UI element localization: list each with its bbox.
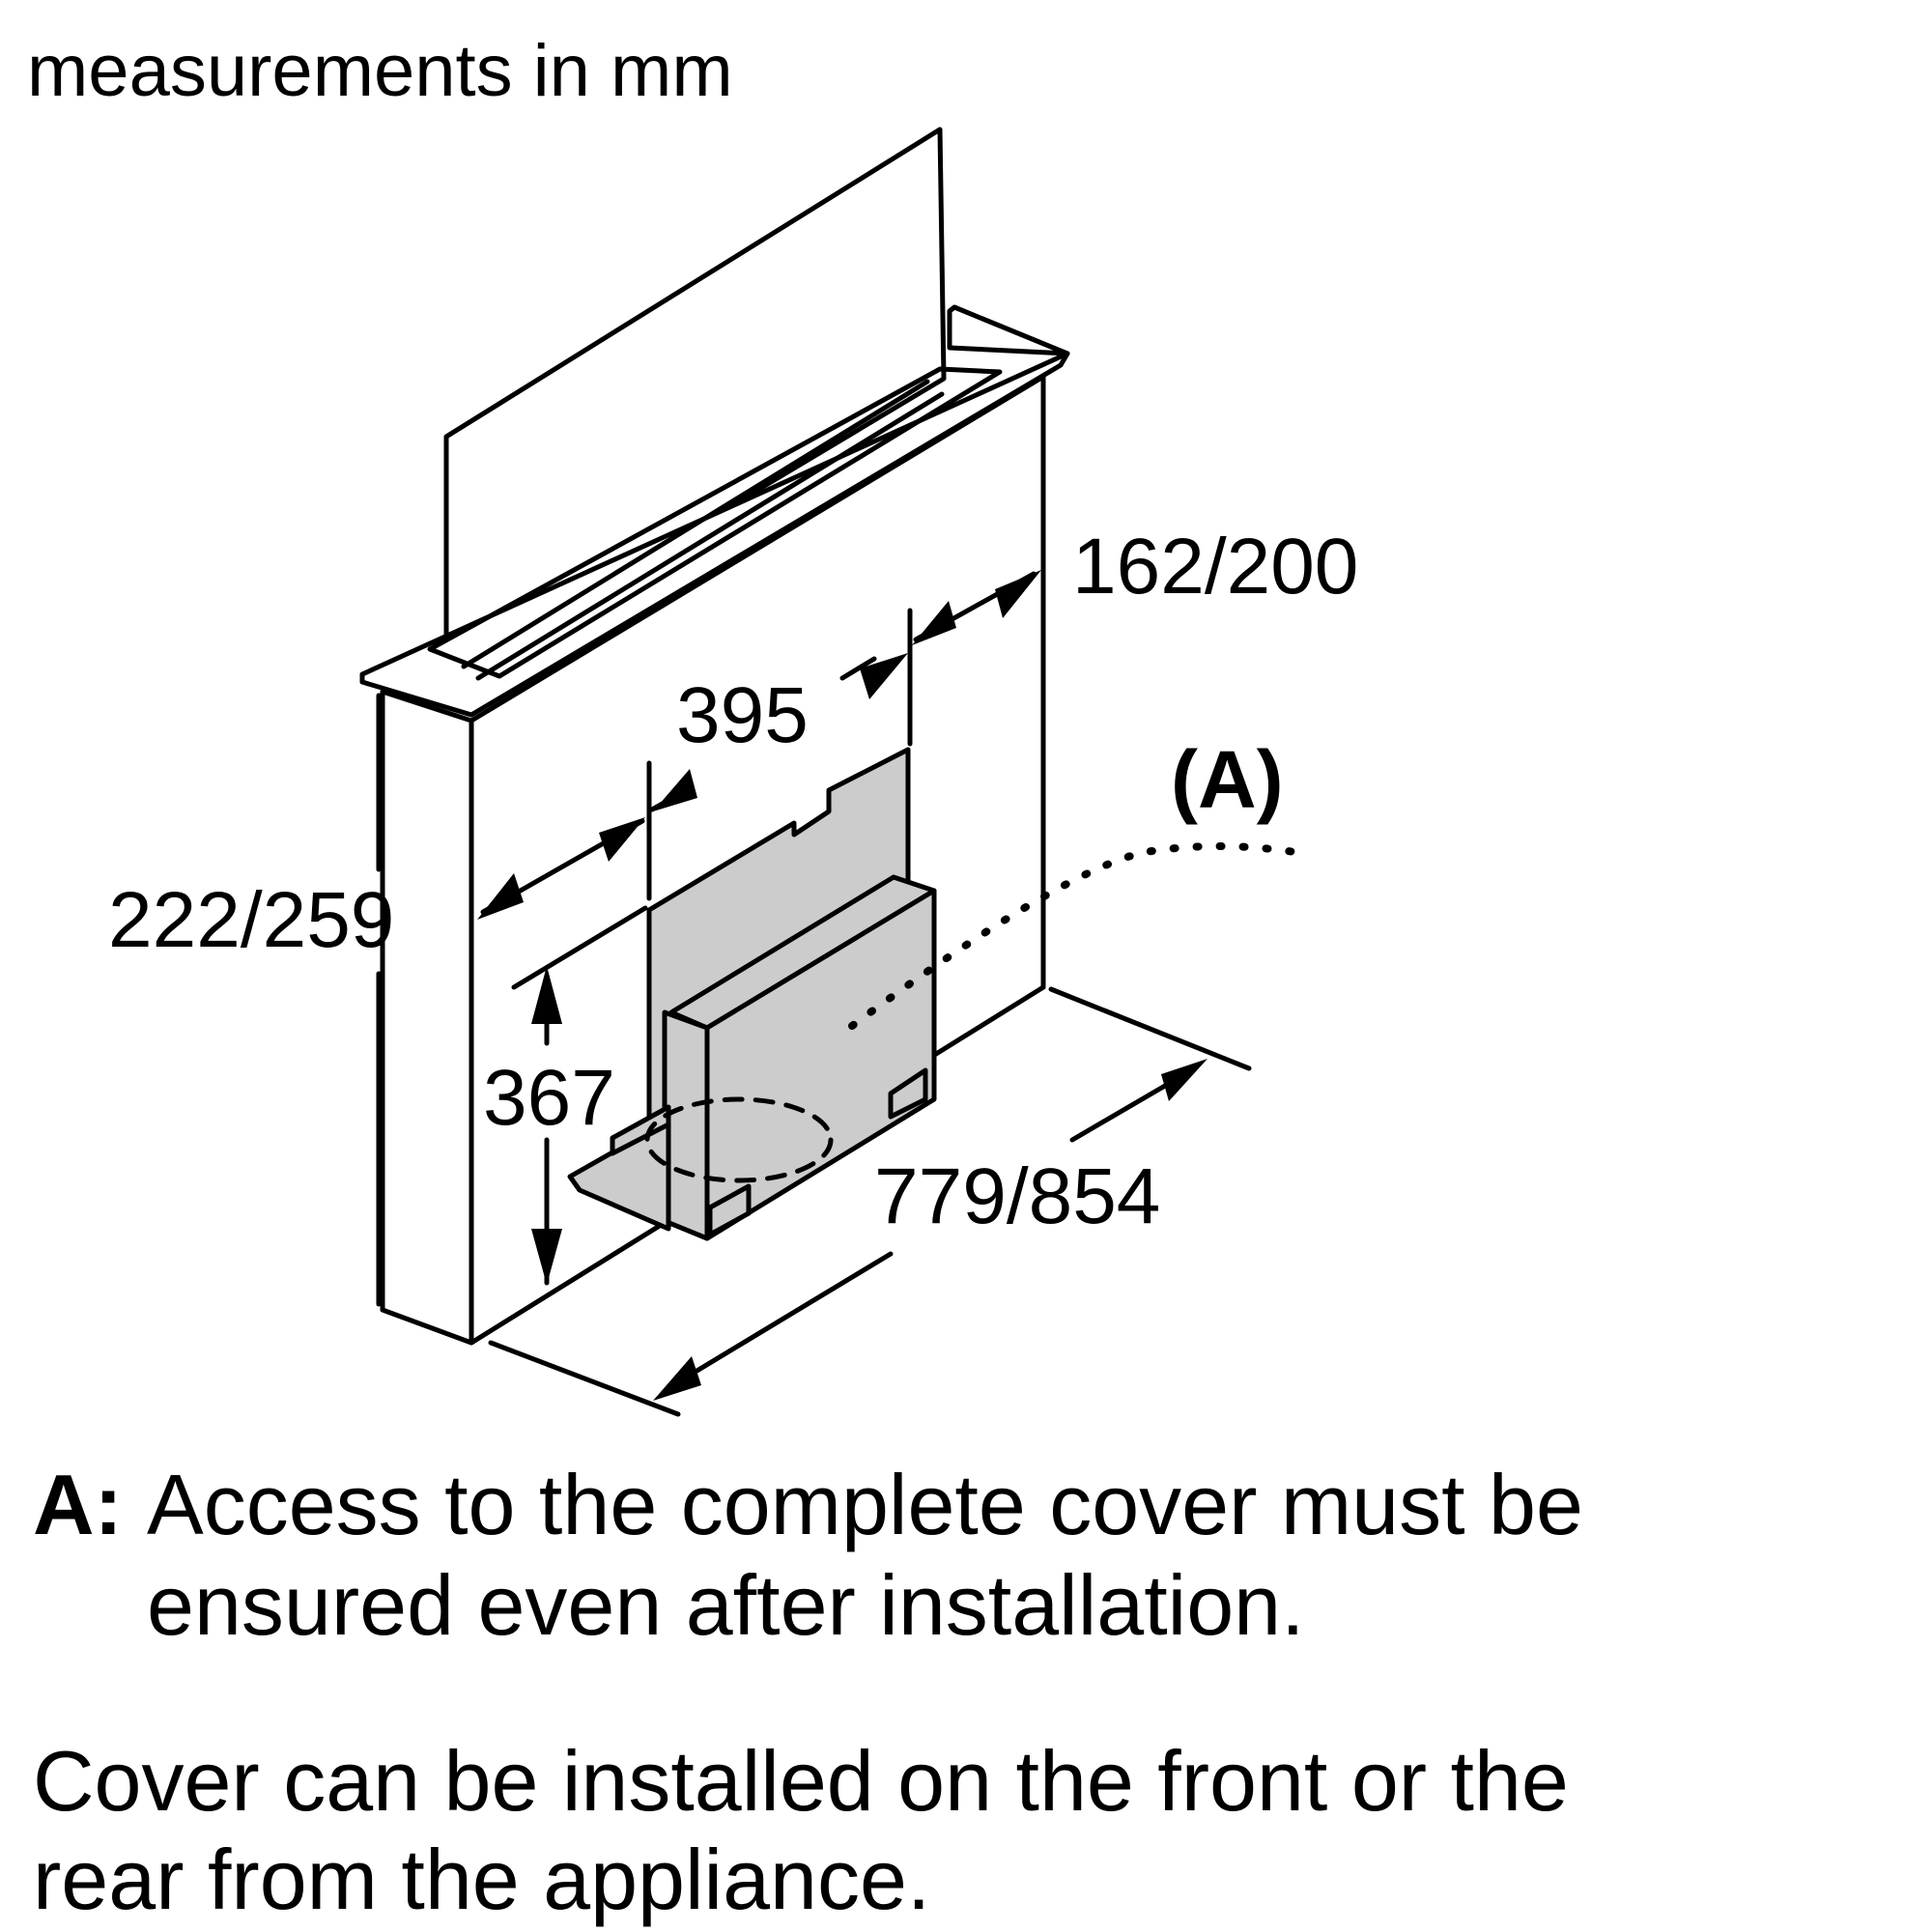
note-b-line2: rear from the appliance. bbox=[33, 1832, 931, 1927]
arrow-395-left bbox=[653, 769, 697, 811]
arrow-367-top bbox=[531, 966, 562, 1024]
dim-line-779b bbox=[664, 1251, 894, 1392]
dim-label-395: 395 bbox=[676, 671, 809, 759]
fan-foot-right bbox=[707, 1183, 752, 1237]
dim-label-222-259: 222/259 bbox=[108, 876, 394, 964]
note-a-line2: ensured even after installation. bbox=[147, 1557, 1305, 1653]
page-title: measurements in mm bbox=[27, 30, 733, 112]
arrow-162-right bbox=[995, 570, 1041, 618]
slot-inner bbox=[461, 379, 930, 669]
rim-back-cap bbox=[947, 304, 1070, 356]
arrow-222-right bbox=[599, 817, 645, 862]
callout-label-a: (A) bbox=[1171, 734, 1284, 825]
fan-dashed-outline bbox=[644, 1096, 834, 1183]
callout-leader bbox=[848, 842, 1298, 1030]
ext-line-bottom-left bbox=[488, 1340, 681, 1417]
ext-line-bottom-right bbox=[1048, 986, 1252, 1071]
dim-line-395 bbox=[839, 656, 877, 681]
arrow-222-left bbox=[477, 873, 524, 920]
housing-front-top bbox=[469, 374, 1046, 724]
arrow-779-right bbox=[1161, 1059, 1208, 1101]
glass-panel bbox=[443, 127, 947, 679]
fan-box-side bbox=[662, 1009, 710, 1241]
ext-line-367-top bbox=[511, 905, 648, 990]
note-a-key: A: bbox=[33, 1457, 123, 1552]
arrow-162-left bbox=[912, 601, 956, 645]
arrow-367-bottom bbox=[531, 1229, 562, 1285]
slot-outer bbox=[427, 366, 1003, 679]
slot-inner2 bbox=[475, 391, 945, 681]
dim-label-779-854: 779/854 bbox=[874, 1152, 1160, 1240]
note-b-line1: Cover can be installed on the front or t… bbox=[33, 1733, 1569, 1829]
note-a-line1: Access to the complete cover must be bbox=[147, 1457, 1583, 1552]
fan-box-slot bbox=[888, 1067, 928, 1120]
arrow-395-right bbox=[860, 653, 908, 699]
arrow-779-left bbox=[653, 1356, 701, 1401]
fan-foot-left bbox=[610, 1104, 671, 1156]
dim-label-162-200: 162/200 bbox=[1072, 523, 1358, 611]
housing-left-face bbox=[380, 689, 474, 1346]
dim-label-367: 367 bbox=[483, 1054, 615, 1142]
